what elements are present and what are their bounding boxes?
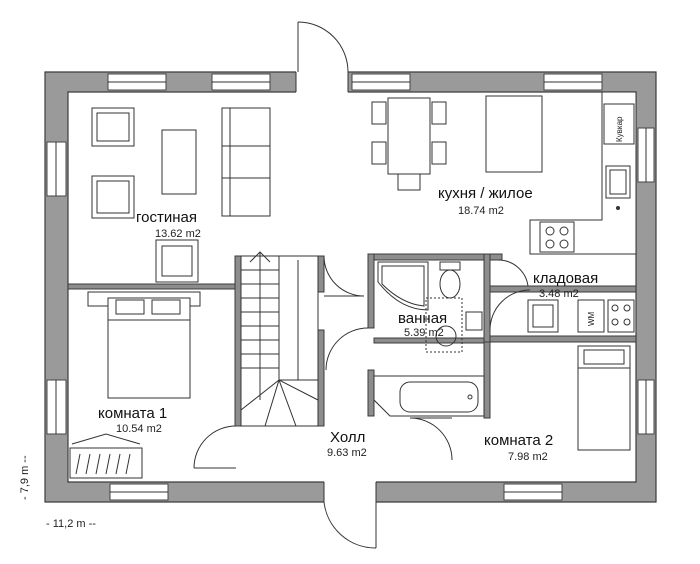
bedroom1-furniture <box>69 291 201 479</box>
living-room-area: 13.62 m2 <box>155 228 201 240</box>
height-dimension: - 7,9 m -- <box>19 455 31 500</box>
width-dimension: - 11,2 m -- <box>46 518 96 530</box>
dimension-labels: - 11,2 m -- - 7,9 m -- <box>19 455 96 530</box>
bedroom2-name: комната 2 <box>484 432 553 449</box>
interior-doors <box>193 255 531 469</box>
bathroom-area: 5.39 m2 <box>404 327 444 339</box>
pantry-furniture: WM <box>527 299 635 333</box>
interior-walls <box>67 253 637 427</box>
kitchen-name: кухня / жилое <box>438 185 533 202</box>
washer-label: WM <box>587 311 596 326</box>
living-room-furniture <box>91 107 271 283</box>
pantry-name: кладовая <box>533 270 598 287</box>
room-labels: гостиная 13.62 m2 кухня / жилое 18.74 m2… <box>98 185 598 463</box>
exterior-walls <box>44 71 657 503</box>
hall-area: 9.63 m2 <box>327 447 367 459</box>
bedroom1-name: комната 1 <box>98 405 167 422</box>
kitchen-furniture: Кувкар <box>371 91 637 255</box>
bathroom-name: ванная <box>398 310 447 327</box>
kitchen-area: 18.74 m2 <box>458 205 504 217</box>
living-room-name: гостиная <box>136 209 197 226</box>
windows <box>46 73 655 501</box>
boiler-label: Кувкар <box>615 116 624 142</box>
entrance-doors <box>295 21 377 549</box>
bedroom2-furniture <box>577 345 631 451</box>
staircase <box>240 251 319 427</box>
bathroom-fixtures <box>373 261 485 417</box>
hall-name: Холл <box>330 429 365 446</box>
pantry-area: 3.48 m2 <box>539 288 579 300</box>
bedroom1-area: 10.54 m2 <box>116 423 162 435</box>
bedroom2-area: 7.98 m2 <box>508 451 548 463</box>
